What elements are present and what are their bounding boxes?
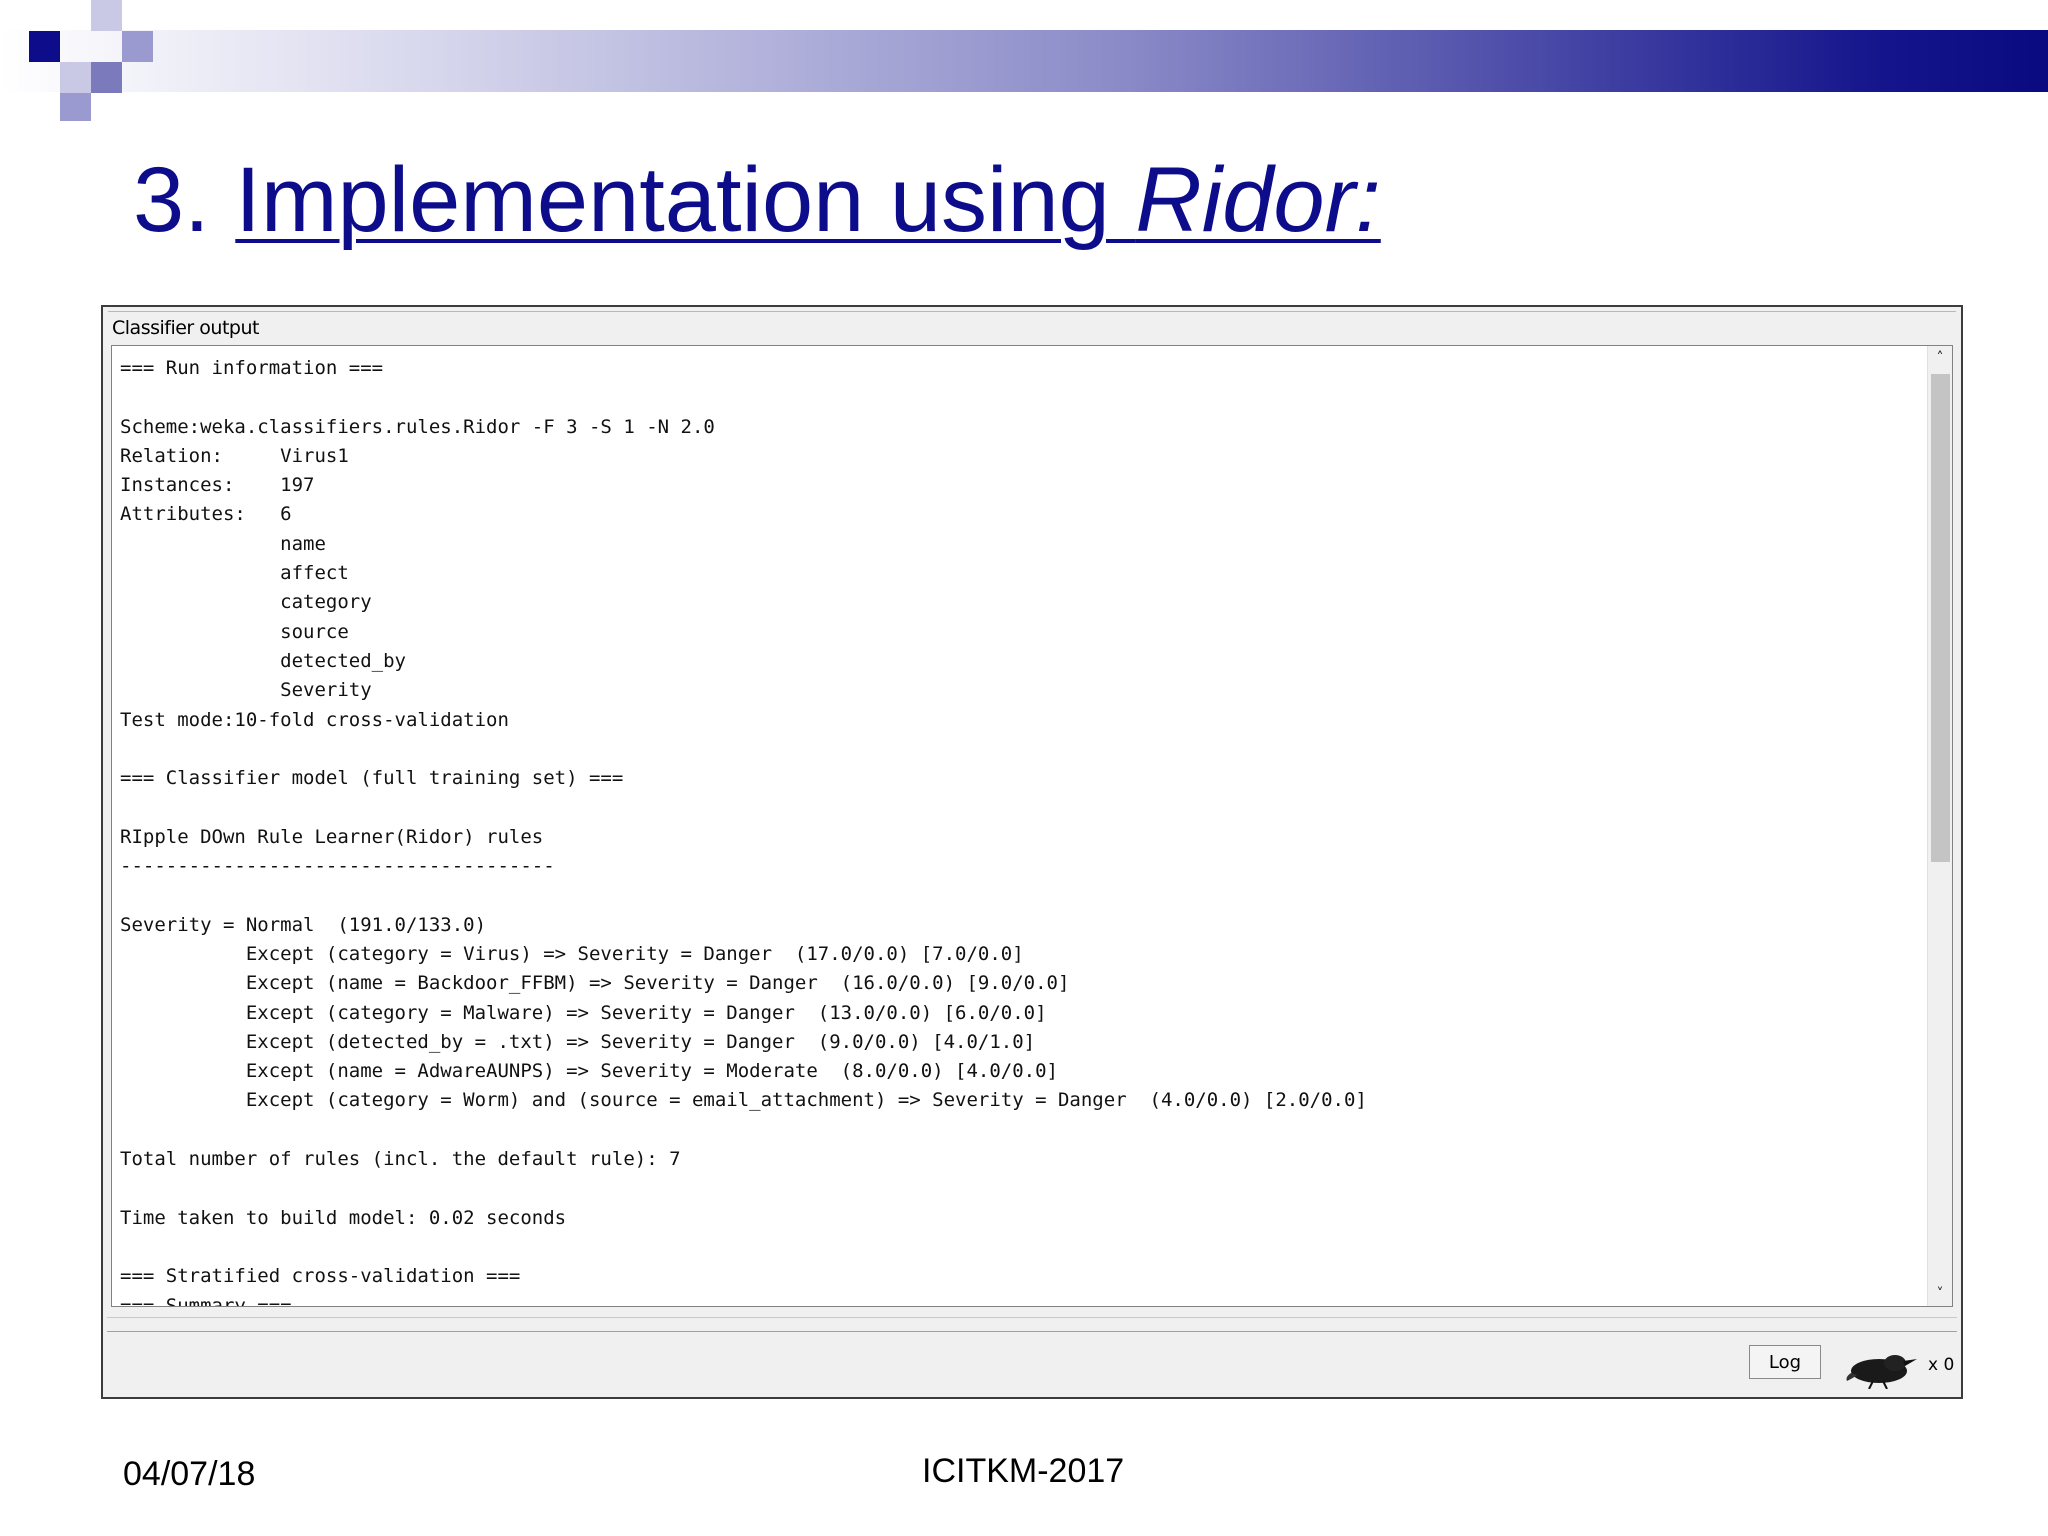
weka-classifier-window: Classifier output === Run information ==… [101, 305, 1963, 1399]
footer-date: 04/07/18 [123, 1455, 256, 1493]
output-line: === Summary === [120, 1294, 292, 1307]
scroll-up-button[interactable]: ˄ [1936, 350, 1944, 366]
output-line: Except (name = AdwareAUNPS) => Severity … [120, 1060, 1058, 1083]
output-line: -------------------------------------- [120, 855, 555, 878]
classifier-output-text: === Run information === Scheme:weka.clas… [120, 354, 1920, 1307]
output-line: Except (category = Worm) and (source = e… [120, 1089, 1367, 1112]
slide-title: 3. Implementation using Ridor: [133, 145, 1381, 255]
log-button[interactable]: Log [1749, 1345, 1821, 1379]
output-line: category [120, 591, 372, 614]
deco-square [122, 31, 153, 62]
output-line: === Stratified cross-validation === [120, 1265, 521, 1288]
output-line: Severity [120, 679, 372, 702]
header-gradient-band [0, 30, 2048, 92]
status-bar [107, 1331, 1957, 1394]
title-link-text: Implementation using [235, 149, 1136, 251]
deco-square [91, 0, 122, 31]
scroll-down-button[interactable]: ˅ [1936, 1286, 1944, 1302]
output-line: source [120, 620, 349, 643]
output-line: Instances: 197 [120, 474, 315, 497]
output-line: Except (detected_by = .txt) => Severity … [120, 1030, 1036, 1053]
title-number: 3. [133, 149, 236, 251]
panel-title: Classifier output [112, 317, 259, 339]
output-line: RIpple DOwn Rule Learner(Ridor) rules [120, 825, 544, 848]
output-line: detected_by [120, 649, 406, 672]
output-line: Total number of rules (incl. the default… [120, 1148, 681, 1171]
deco-square [0, 0, 29, 29]
output-line: Scheme:weka.classifiers.rules.Ridor -F 3… [120, 415, 715, 438]
output-line: name [120, 532, 326, 555]
output-line: Relation: Virus1 [120, 444, 349, 467]
output-line: Test mode:10-fold cross-validation [120, 708, 509, 731]
output-line: affect [120, 562, 349, 585]
output-line: === Run information === [120, 357, 384, 379]
vertical-scrollbar[interactable]: ˄ ˅ [1927, 346, 1952, 1306]
classifier-output-textarea[interactable]: === Run information === Scheme:weka.clas… [111, 345, 1953, 1307]
scrollbar-thumb[interactable] [1931, 374, 1950, 862]
weka-bird-icon [1846, 1355, 1917, 1389]
output-line: === Classifier model (full training set)… [120, 767, 624, 790]
footer-conference: ICITKM-2017 [922, 1452, 1125, 1490]
output-line: Attributes: 6 [120, 503, 292, 526]
status-separator [107, 1317, 1957, 1318]
panel-border [108, 311, 1956, 312]
output-line: Except (category = Malware) => Severity … [120, 1001, 1047, 1024]
task-count: x 0 [1928, 1355, 1955, 1375]
output-line: Time taken to build model: 0.02 seconds [120, 1206, 567, 1229]
output-line: Except (name = Backdoor_FFBM) => Severit… [120, 972, 1070, 995]
deco-square [60, 62, 91, 93]
output-line: Severity = Normal (191.0/133.0) [120, 913, 487, 936]
deco-square [91, 62, 122, 93]
output-line: Except (category = Virus) => Severity = … [120, 942, 1024, 965]
deco-square [60, 93, 91, 121]
title-emphasis: Ridor: [1135, 149, 1381, 251]
title-link[interactable]: Implementation using Ridor: [235, 149, 1380, 251]
deco-square [29, 31, 60, 62]
